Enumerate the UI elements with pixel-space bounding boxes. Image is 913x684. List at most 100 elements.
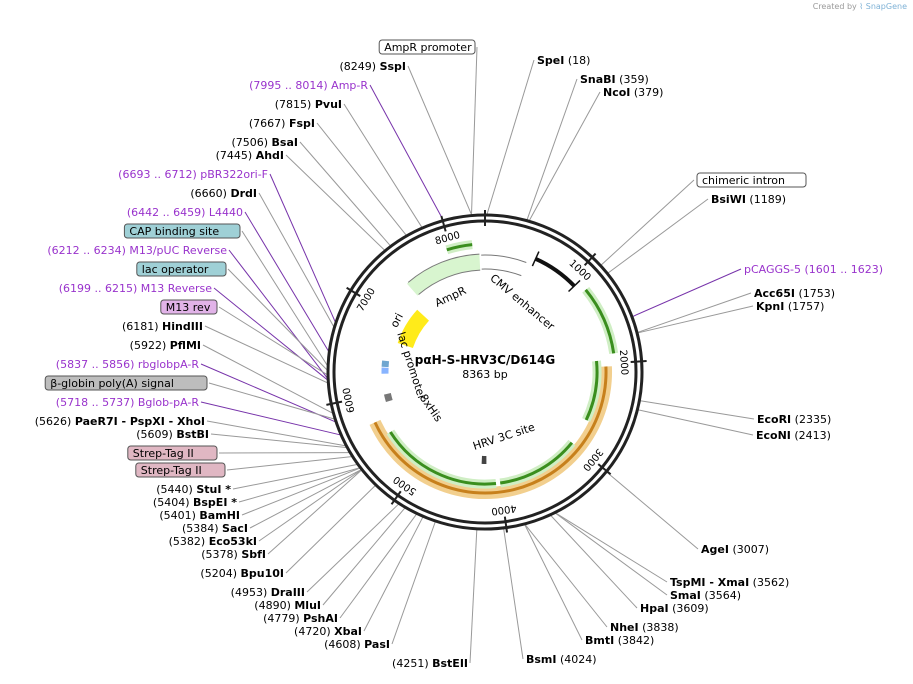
enzyme-site-label[interactable]: Acc65I (1753): [754, 287, 835, 300]
feature-name: HRV 3C site: [471, 420, 536, 452]
feature-label-box[interactable]: [378, 39, 476, 55]
label-leader-line: [391, 521, 436, 645]
enzyme-site-label[interactable]: SmaI (3564): [670, 589, 741, 602]
primer-label[interactable]: (5718 .. 5737) Bglob-pA-R: [56, 396, 200, 409]
label-leader-line: [213, 287, 328, 381]
label-leader-line: [486, 59, 535, 215]
primer-label[interactable]: (5837 .. 5856) rbglobpA-R: [56, 358, 200, 371]
label-leader-line: [316, 122, 407, 236]
promoter-arrow: [446, 243, 473, 252]
enzyme-site-label[interactable]: (5440) StuI *: [156, 483, 231, 496]
enzyme-site-label[interactable]: (4953) DraIII: [231, 586, 305, 599]
primer-label[interactable]: (7995 .. 8014) Amp-R: [249, 79, 368, 92]
feature-label[interactable]: β-globin poly(A) signal: [50, 377, 174, 390]
feature-label[interactable]: lac operator: [142, 263, 209, 276]
enzyme-site-label[interactable]: SnaBI (359): [580, 73, 649, 86]
primer-label[interactable]: (6693 .. 6712) pBR322ori-F: [118, 168, 268, 181]
enzyme-site-label[interactable]: KpnI (1757): [756, 300, 824, 313]
tick-label: 2000: [617, 349, 630, 375]
label-leader-line: [638, 409, 754, 436]
ampr-outline: [418, 269, 481, 295]
primer-label[interactable]: pCAGGS-5 (1601 .. 1623): [744, 263, 883, 276]
enzyme-site-label[interactable]: (8249) SspI: [339, 60, 406, 73]
label-leader-line: [200, 363, 336, 423]
feature-label[interactable]: Strep-Tag II: [133, 447, 194, 460]
enzyme-site-label[interactable]: TspMI - XmaI (3562): [670, 576, 789, 589]
enzyme-site-label[interactable]: (4608) PasI: [324, 638, 390, 651]
label-leader-line: [526, 78, 578, 220]
label-leader-line: [218, 306, 328, 376]
label-leader-line: [202, 344, 333, 414]
enzyme-site-label[interactable]: AgeI (3007): [701, 543, 769, 556]
promoter-arrow: [584, 288, 616, 354]
label-leader-line: [600, 179, 695, 266]
cds-band: [369, 366, 612, 500]
feature-label-box[interactable]: [44, 375, 208, 391]
enzyme-site-label[interactable]: (7506) BsaI: [231, 136, 298, 149]
label-leader-line: [241, 467, 360, 516]
feature-label[interactable]: CAP binding site: [129, 225, 219, 238]
tick-mark: [597, 463, 612, 476]
enzyme-site-label[interactable]: (5401) BamHI: [159, 509, 240, 522]
primer-label[interactable]: (6212 .. 6234) M13/pUC Reverse: [47, 244, 227, 257]
enzyme-site-label[interactable]: BsiWI (1189): [711, 193, 786, 206]
enzyme-site-label[interactable]: (7815) PvuI: [275, 98, 342, 111]
enzyme-site-label[interactable]: (5384) SacI: [182, 522, 248, 535]
feature-label[interactable]: chimeric intron: [702, 174, 785, 187]
enzyme-site-label[interactable]: (4779) PshAI: [263, 612, 338, 625]
label-leader-line: [640, 400, 755, 420]
label-leader-line: [363, 516, 424, 632]
label-leader-line: [206, 420, 346, 447]
small-feature-block: [381, 360, 390, 368]
enzyme-site-label[interactable]: (4720) XbaI: [294, 625, 362, 638]
plasmid-name: pαH-S-HRV3C/D614G: [415, 353, 555, 367]
tick-mark: [346, 286, 361, 297]
enzyme-site-label[interactable]: HpaI (3609): [640, 602, 709, 615]
enzyme-site-label[interactable]: NcoI (379): [603, 86, 663, 99]
feature-label-box[interactable]: [696, 172, 807, 188]
label-leader-line: [322, 507, 406, 606]
ampr-arrow: [406, 254, 481, 296]
enzyme-site-label[interactable]: (5378) SbfI: [201, 548, 266, 561]
enzyme-site-label[interactable]: BsmI (4024): [526, 653, 597, 666]
primer-label[interactable]: (6199 .. 6215) M13 Reverse: [59, 282, 212, 295]
enzyme-site-label[interactable]: (7667) FspI: [249, 117, 315, 130]
enzyme-site-label[interactable]: (6660) DrdI: [190, 187, 257, 200]
feature-label[interactable]: Strep-Tag II: [141, 464, 202, 477]
enzyme-site-label[interactable]: (5922) PflMI: [130, 339, 201, 352]
primer-label[interactable]: (6442 .. 6459) L4440: [127, 206, 243, 219]
label-leader-line: [524, 524, 583, 641]
feature-label-box[interactable]: [160, 299, 218, 315]
enzyme-site-label[interactable]: (7445) AhdI: [216, 149, 284, 162]
enzyme-site-label[interactable]: BmtI (3842): [585, 634, 654, 647]
label-leader-line: [528, 91, 601, 221]
label-leader-line: [238, 467, 360, 503]
feature-arcs: [369, 240, 619, 500]
enzyme-site-label[interactable]: EcoRI (2335): [757, 413, 831, 426]
enzyme-site-label[interactable]: (4251) BstEII: [392, 657, 468, 670]
tick-label: 4000: [490, 502, 517, 516]
enzyme-site-label[interactable]: (5626) PaeR7I - PspXI - XhoI: [35, 415, 205, 428]
enzyme-site-label[interactable]: (6181) HindIII: [122, 320, 203, 333]
cmv-end-cap: [531, 251, 540, 267]
feature-label-box[interactable]: [136, 261, 227, 277]
label-leader-line: [228, 249, 328, 379]
snapgene-credit: Created by ⌇ SnapGene: [813, 2, 907, 11]
feature-label[interactable]: M13 rev: [166, 301, 211, 314]
enzyme-site-label[interactable]: (5404) BspEI *: [153, 496, 237, 509]
feature-label-box[interactable]: [127, 445, 218, 461]
label-leader-line: [258, 192, 335, 327]
feature-label-box[interactable]: [135, 462, 226, 478]
enzyme-site-label[interactable]: (4890) MluI: [254, 599, 321, 612]
enzyme-site-label[interactable]: SpeI (18): [537, 54, 590, 67]
enzyme-site-label[interactable]: (5382) Eco53kI: [169, 535, 257, 548]
label-leader-line: [550, 515, 638, 609]
feature-label-box[interactable]: [123, 223, 241, 239]
enzyme-site-label[interactable]: (5204) Bpu10I: [200, 567, 284, 580]
enzyme-site-label[interactable]: (5609) BstBI: [136, 428, 209, 441]
enzyme-site-label[interactable]: EcoNI (2413): [756, 429, 831, 442]
enzyme-site-label[interactable]: NheI (3838): [610, 621, 679, 634]
feature-name: ori: [388, 311, 406, 330]
feature-label[interactable]: AmpR promoter: [384, 41, 472, 54]
